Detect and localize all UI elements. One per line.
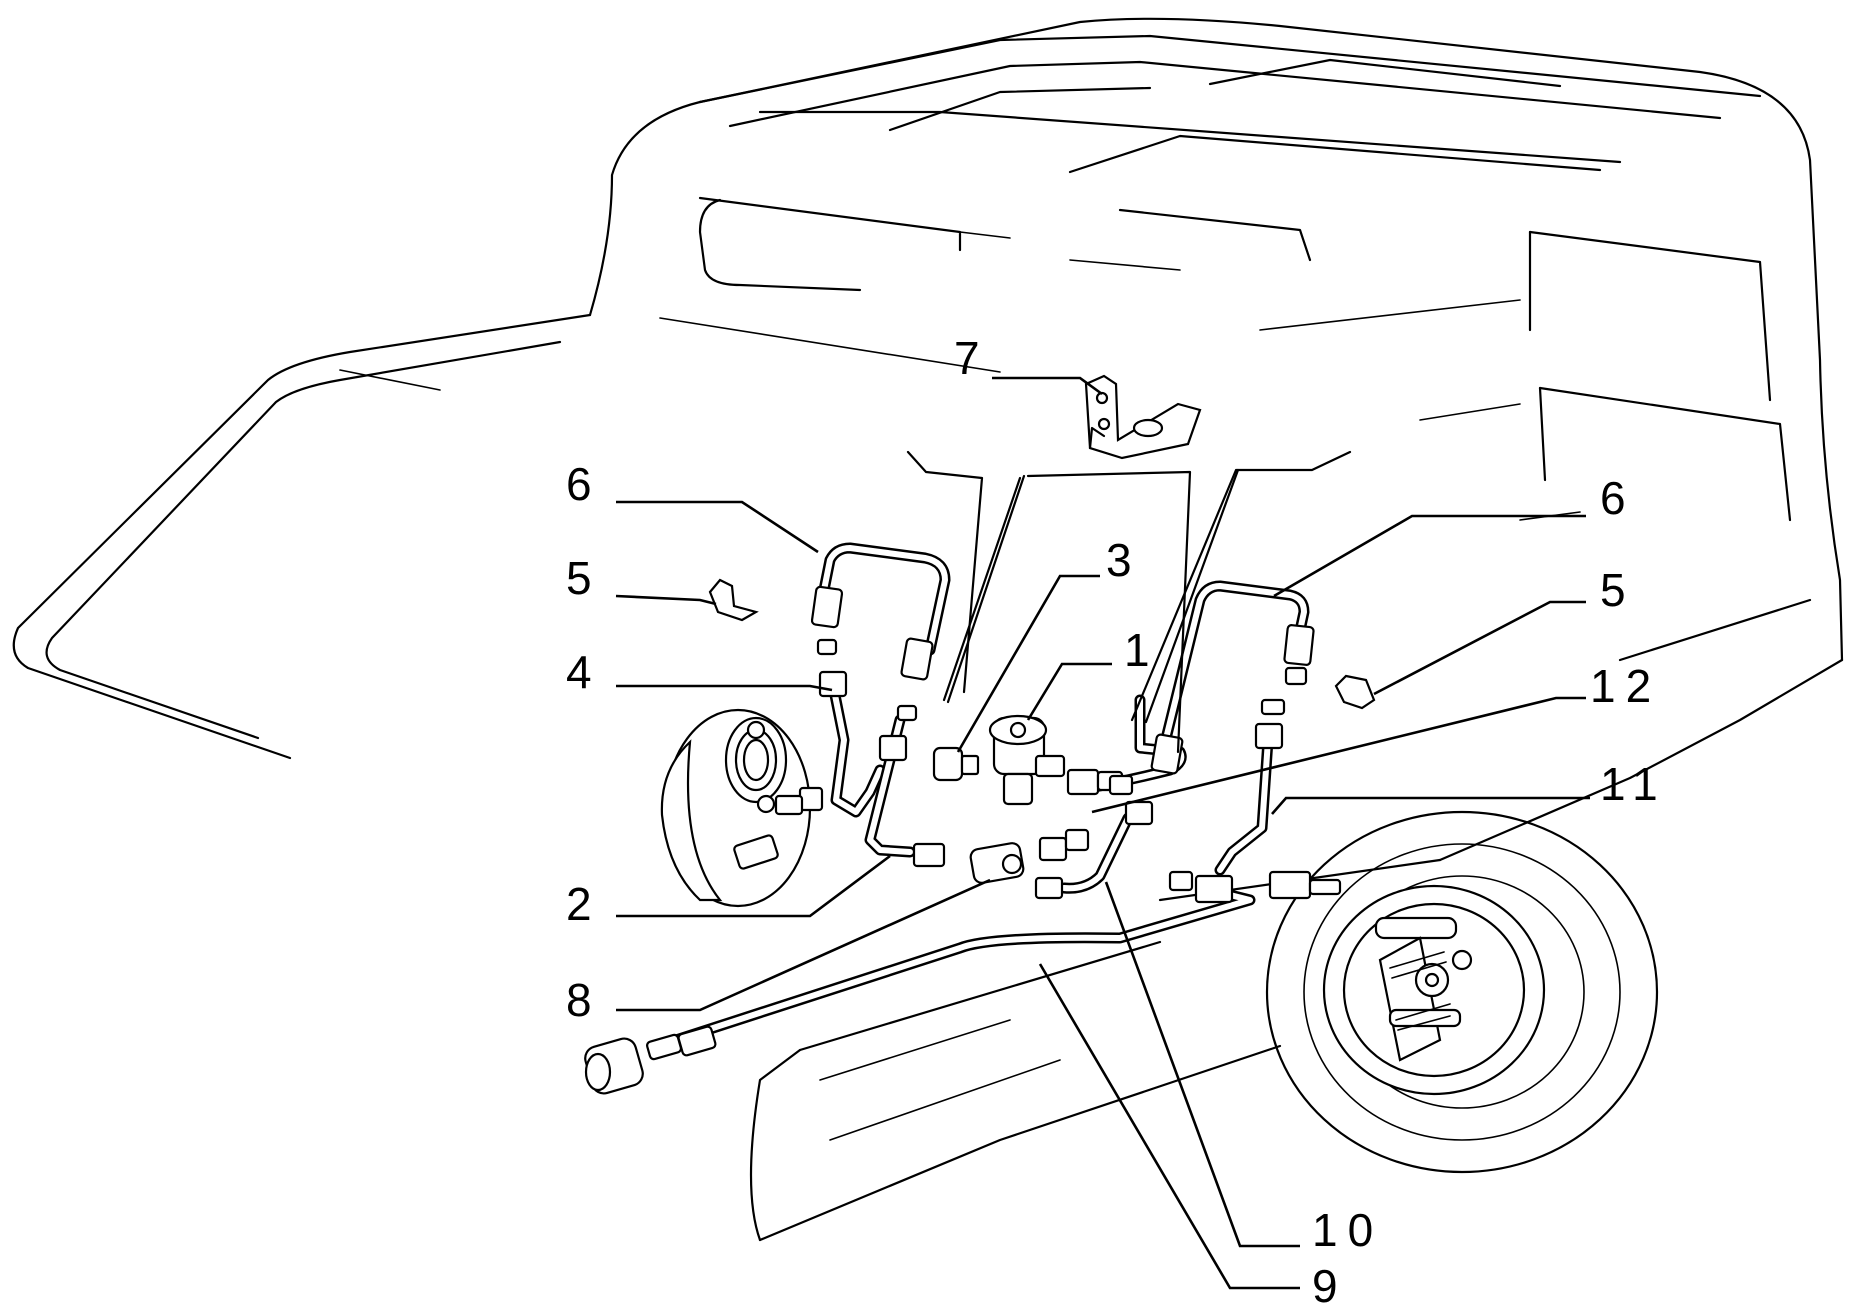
callout-1: 1 <box>1124 624 1160 676</box>
callout-11: 11 <box>1600 758 1668 810</box>
callout-5-left: 5 <box>566 552 602 604</box>
callout-10: 10 <box>1312 1204 1383 1256</box>
callout-2: 2 <box>566 878 602 930</box>
leader-lines <box>615 376 1590 1290</box>
callout-7: 7 <box>954 332 990 384</box>
callout-5-right: 5 <box>1600 564 1636 616</box>
callout-4: 4 <box>566 646 602 698</box>
bracket-left <box>708 578 759 622</box>
callout-3: 3 <box>1106 534 1142 586</box>
callout-9: 9 <box>1312 1260 1348 1312</box>
rear-wheel <box>1265 810 1659 1174</box>
vehicle-body-outline <box>12 17 1844 1242</box>
callout-6-right: 6 <box>1600 472 1636 524</box>
bracket-right <box>1334 674 1376 710</box>
bracket-7 <box>1084 374 1202 460</box>
callout-6-left: 6 <box>566 458 602 510</box>
callout-8: 8 <box>566 974 602 1026</box>
right-drum-brake <box>1322 884 1546 1096</box>
pressure-regulator-valve <box>988 714 1124 806</box>
callout-labels: 7 6 6 3 5 5 1 4 12 11 2 8 10 9 <box>566 332 1668 1312</box>
callout-12: 12 <box>1590 660 1661 712</box>
fittings <box>584 374 1376 1095</box>
left-drum-brake <box>660 708 812 908</box>
section-lines <box>906 450 1352 754</box>
